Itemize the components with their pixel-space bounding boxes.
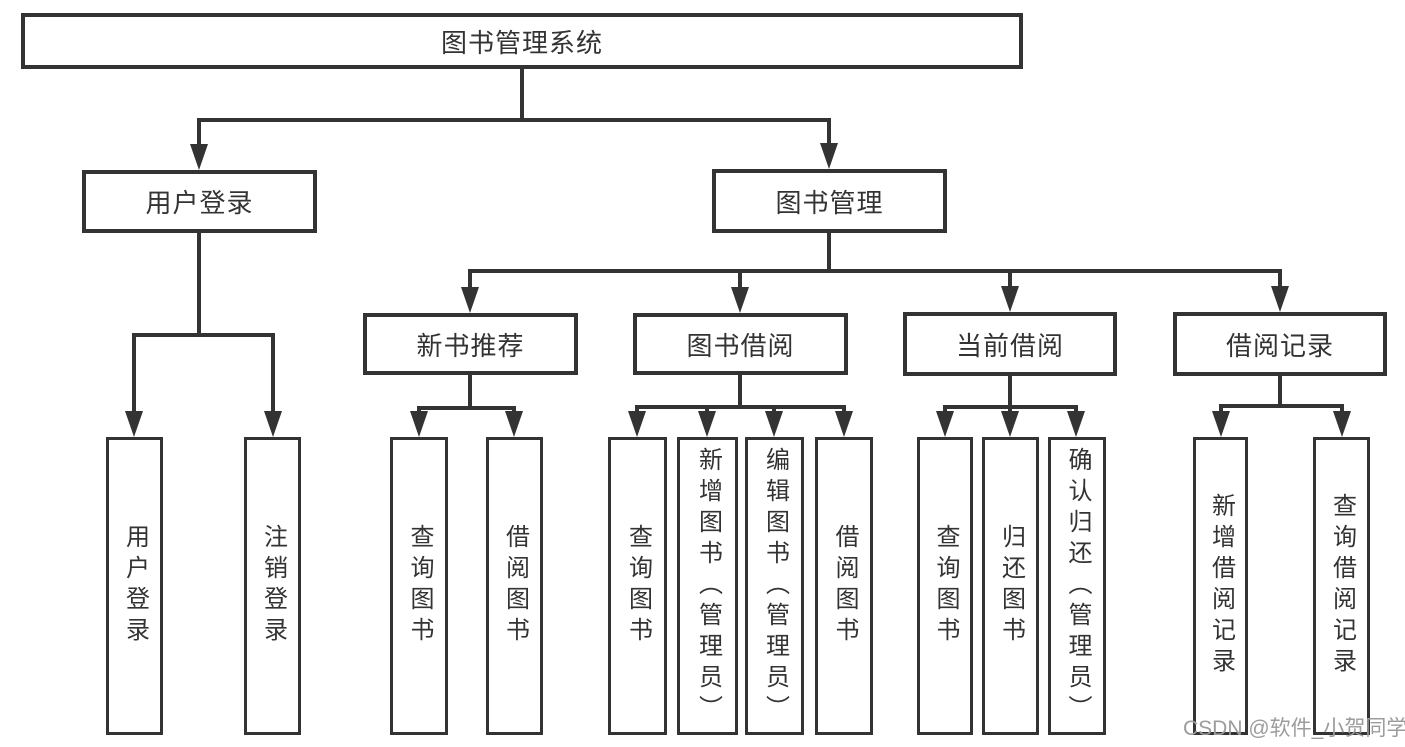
leaf-br-add-record-label: 新增借阅记录 <box>1207 493 1235 679</box>
arrow-icon <box>936 411 954 437</box>
arrow-icon <box>820 143 838 169</box>
leaf-nb-borrow-books: 借阅图书 <box>486 437 543 735</box>
leaf-cb-confirm-return-admin: 确认归还（管理员） <box>1048 437 1106 735</box>
arrow-icon <box>190 144 208 170</box>
leaf-bb-edit-books-admin-label: 编辑图书（管理员） <box>761 446 789 726</box>
connector-new-book-recommend <box>417 375 516 413</box>
arrow-icon <box>1212 411 1230 437</box>
node-book-borrowing: 图书借阅 <box>633 313 848 375</box>
leaf-nb-query-books: 查询图书 <box>390 437 448 735</box>
leaf-logout-label: 注销登录 <box>259 524 287 648</box>
csdn-watermark: CSDN @软件_小贺同学 <box>1183 717 1405 740</box>
leaf-bb-query-books: 查询图书 <box>608 437 667 735</box>
node-library-system: 图书管理系统 <box>21 13 1023 69</box>
node-library-system-label: 图书管理系统 <box>440 27 603 58</box>
arrow-icon <box>628 411 646 437</box>
node-new-book-recommend: 新书推荐 <box>363 313 578 375</box>
arrow-icon <box>125 411 143 437</box>
leaf-bb-add-books-admin-label: 新增图书（管理员） <box>694 446 722 726</box>
arrow-icon <box>264 411 282 437</box>
arrow-icon <box>698 411 716 437</box>
arrow-icon <box>1333 411 1351 437</box>
node-current-borrowing: 当前借阅 <box>903 312 1117 376</box>
arrow-icon <box>1001 411 1019 437</box>
leaf-cb-confirm-return-admin-label: 确认归还（管理员） <box>1064 446 1091 726</box>
node-new-book-recommend-label: 新书推荐 <box>416 330 525 361</box>
arrow-icon <box>1067 411 1085 437</box>
connector-book-borrowing <box>635 375 846 413</box>
connector-current-borrowing <box>943 376 1078 413</box>
connector-root <box>197 69 831 146</box>
leaf-bb-borrow-books-label: 借阅图书 <box>831 524 858 648</box>
connector-user-login <box>132 233 275 413</box>
arrow-icon <box>1271 286 1289 312</box>
leaf-user-login-label: 用户登录 <box>121 524 149 648</box>
node-book-management-label: 图书管理 <box>775 187 884 218</box>
node-user-login: 用户登录 <box>82 170 317 233</box>
leaf-cb-return-books: 归还图书 <box>982 437 1039 735</box>
node-book-borrowing-label: 图书借阅 <box>686 330 795 361</box>
node-user-login-label: 用户登录 <box>145 188 254 218</box>
leaf-cb-query-books-label: 查询图书 <box>932 524 959 648</box>
leaf-bb-borrow-books: 借阅图书 <box>815 437 873 735</box>
leaf-bb-edit-books-admin: 编辑图书（管理员） <box>745 437 804 735</box>
leaf-cb-return-books-label: 归还图书 <box>997 524 1025 648</box>
leaf-logout: 注销登录 <box>244 437 301 735</box>
arrow-icon <box>731 287 749 313</box>
arrow-icon <box>461 287 479 313</box>
arrow-icon <box>835 411 853 437</box>
leaf-user-login: 用户登录 <box>106 437 163 735</box>
connector-borrowing-records <box>1219 376 1344 413</box>
arrow-icon <box>1001 286 1019 312</box>
leaf-br-query-record: 查询借阅记录 <box>1313 437 1370 735</box>
arrow-icon <box>765 411 783 437</box>
node-current-borrowing-label: 当前借阅 <box>955 330 1064 361</box>
node-borrowing-records: 借阅记录 <box>1173 312 1387 376</box>
leaf-cb-query-books: 查询图书 <box>917 437 973 735</box>
connector-book-management <box>468 233 1282 289</box>
node-borrowing-records-label: 借阅记录 <box>1225 330 1334 361</box>
arrow-icon <box>505 411 523 437</box>
leaf-bb-add-books-admin: 新增图书（管理员） <box>677 437 738 735</box>
leaf-nb-query-books-label: 查询图书 <box>406 524 433 648</box>
leaf-nb-borrow-books-label: 借阅图书 <box>501 524 529 648</box>
leaf-br-query-record-label: 查询借阅记录 <box>1328 493 1356 679</box>
leaf-br-add-record: 新增借阅记录 <box>1193 437 1248 735</box>
leaf-bb-query-books-label: 查询图书 <box>624 524 652 648</box>
node-book-management: 图书管理 <box>712 169 947 233</box>
arrow-icon <box>410 411 428 437</box>
